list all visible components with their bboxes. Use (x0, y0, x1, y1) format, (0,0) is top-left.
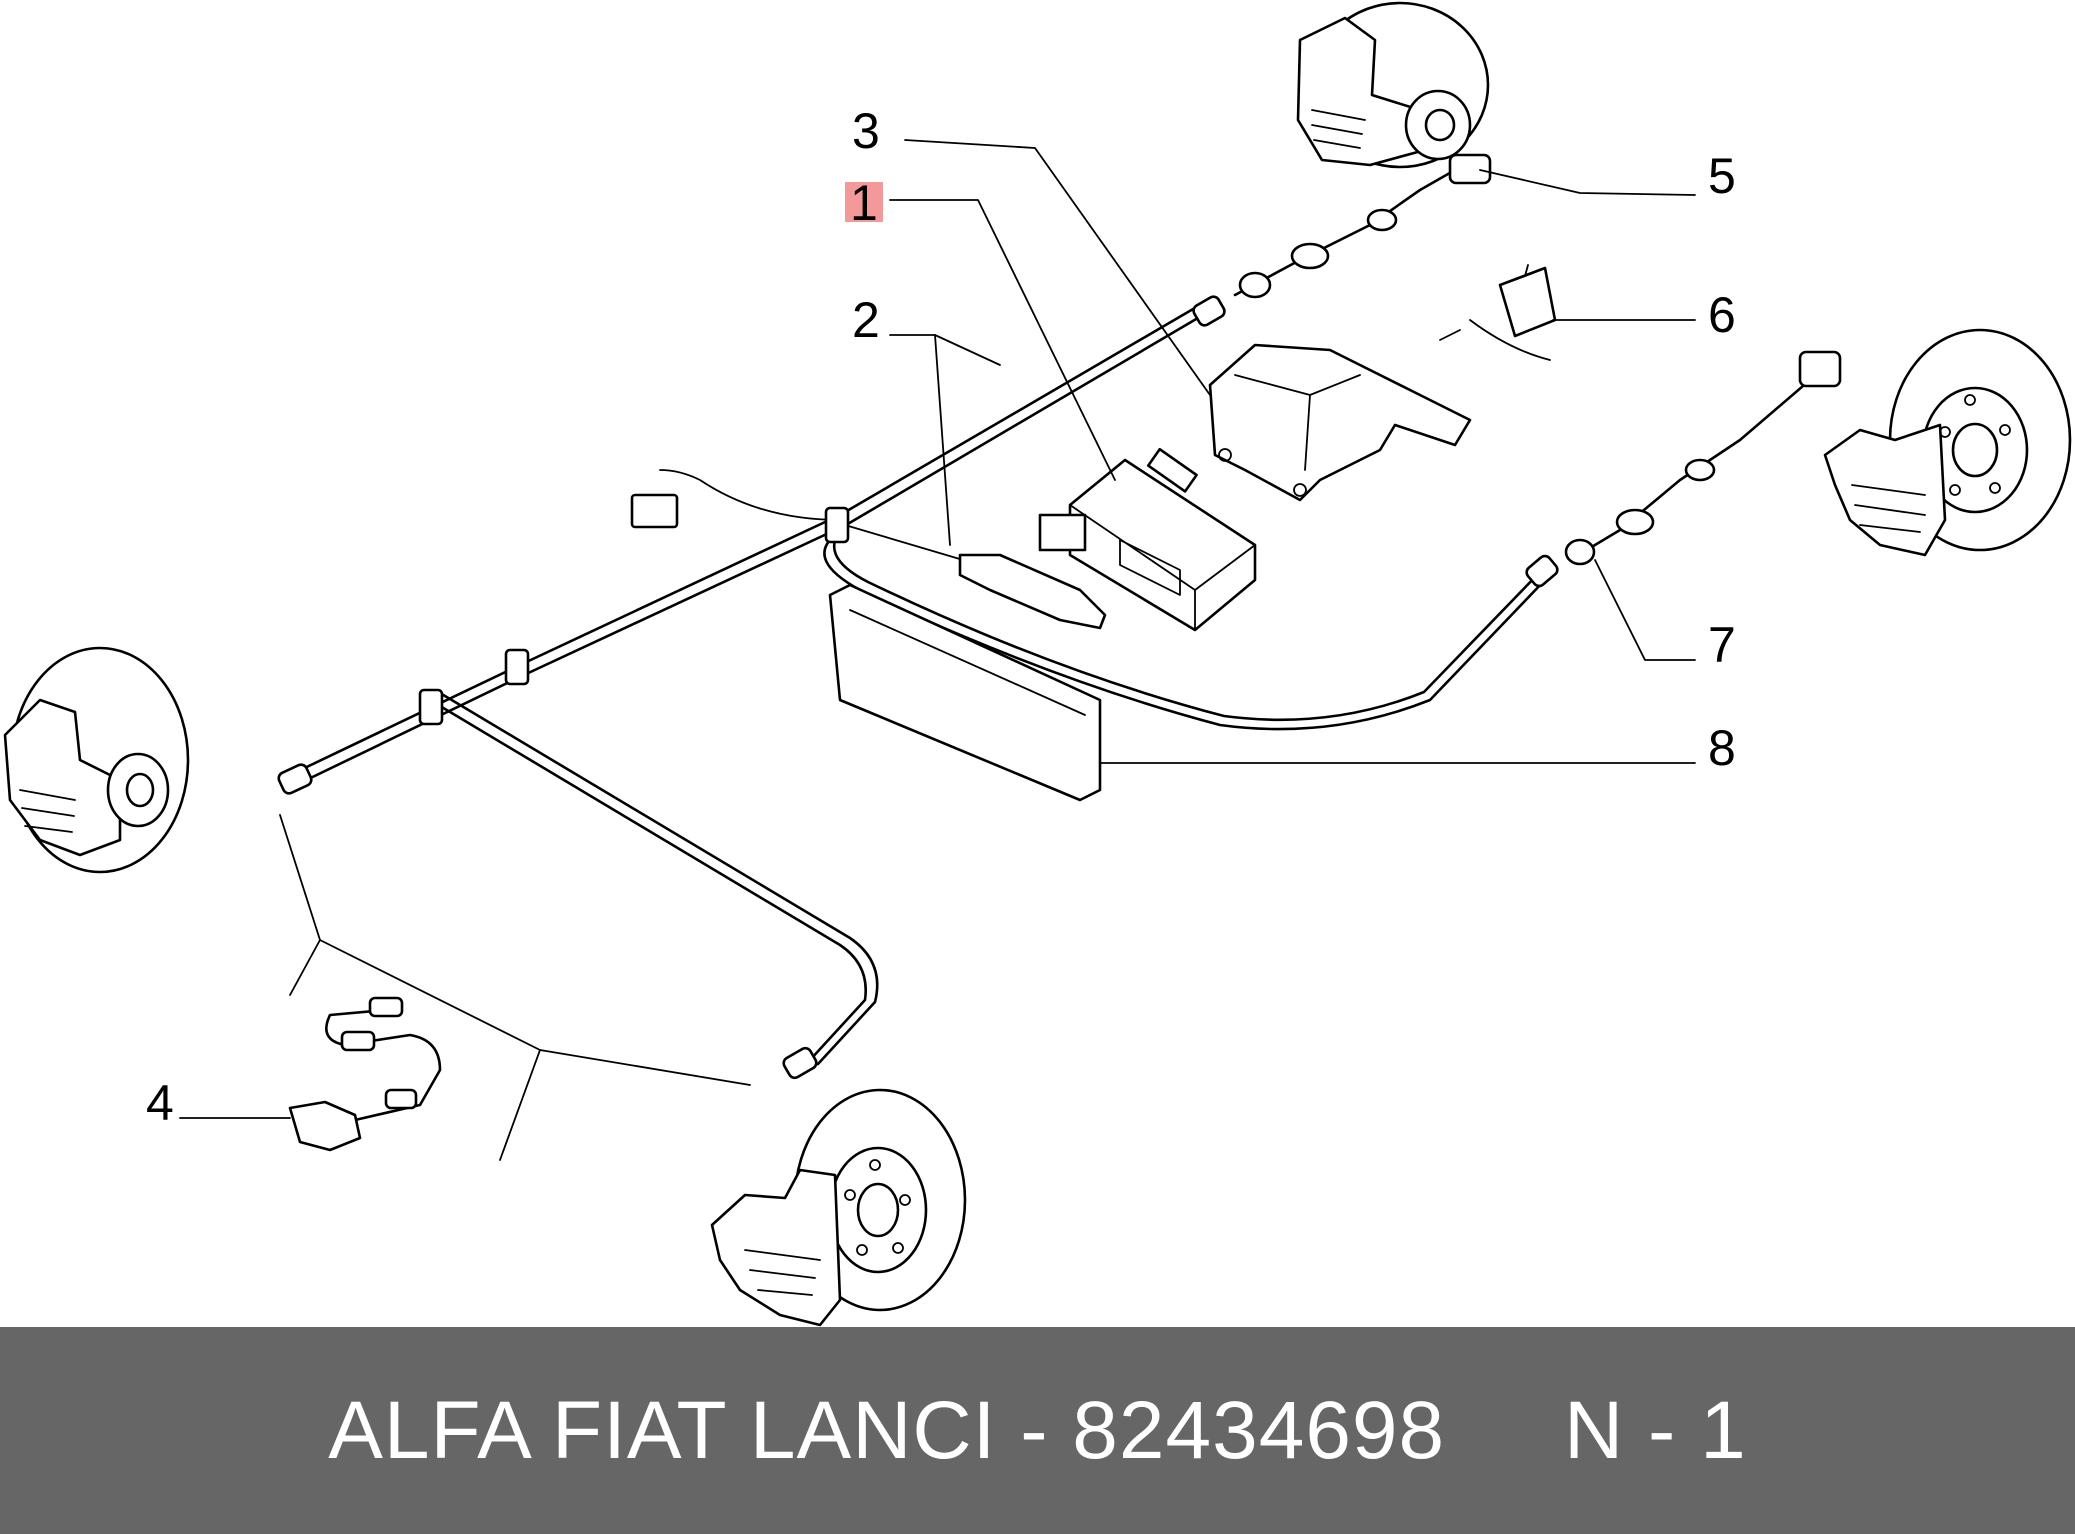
mounting-bracket (1208, 343, 1472, 502)
brake-disc-left (3, 646, 190, 874)
part-caption: ALFA FIAT LANCI - 82434698 N - 1 (328, 1384, 1747, 1476)
wheel-sensor-front-right (1233, 153, 1492, 299)
callout-1[interactable]: 1 (850, 175, 878, 231)
callout-5[interactable]: 5 (1708, 148, 1736, 204)
callout-8[interactable]: 8 (1708, 720, 1736, 776)
abs-control-unit (1038, 447, 1257, 632)
callout-labels: 1 2 3 4 5 6 7 8 (146, 103, 1736, 1131)
wheel-sensor-rear-right (1564, 350, 1842, 566)
callout-1-highlight (845, 182, 883, 222)
brake-disc-top-right (1296, 1, 1490, 169)
relay (1439, 264, 1557, 361)
cover-plate (828, 583, 1102, 802)
brake-disc-bottom (710, 1088, 967, 1327)
leader-lines (179, 139, 1696, 1161)
callout-2[interactable]: 2 (852, 292, 880, 348)
brake-disc-right (1823, 328, 2072, 557)
callout-7[interactable]: 7 (1708, 617, 1736, 673)
part-caption-bar: ALFA FIAT LANCI - 82434698 N - 1 (0, 1327, 2075, 1534)
callout-4[interactable]: 4 (146, 1075, 174, 1131)
parts-exploded-diagram: 1 2 3 4 5 6 7 8 (3, 1, 2072, 1327)
callout-3[interactable]: 3 (852, 103, 880, 159)
wiring-harness (277, 295, 1559, 1080)
wheel-sensor-4 (288, 996, 442, 1152)
callout-6[interactable]: 6 (1708, 287, 1736, 343)
